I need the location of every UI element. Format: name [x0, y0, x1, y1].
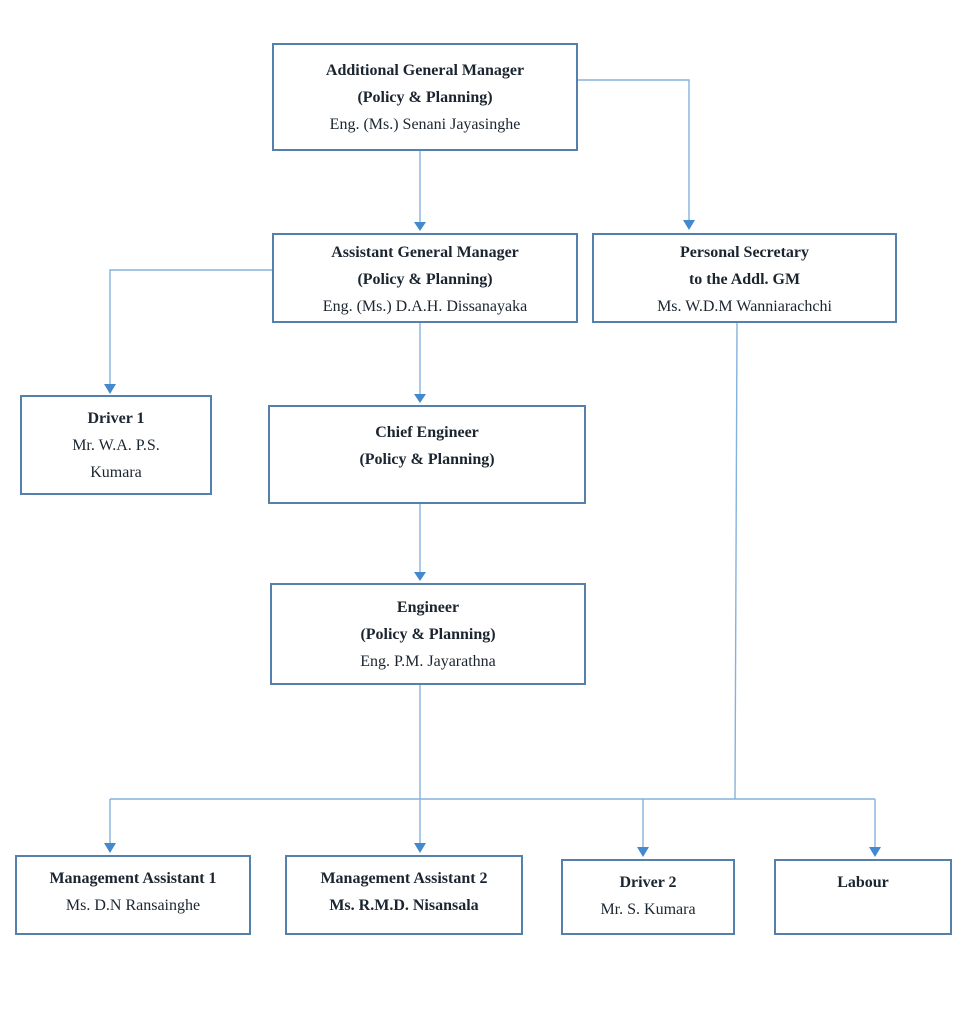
node-title: Management Assistant 2 — [320, 870, 488, 887]
node-subtitle: (Policy & Planning) — [360, 626, 496, 643]
arrowhead — [869, 847, 881, 857]
arrowhead — [414, 843, 426, 853]
node-management-assistant-1: Management Assistant 1 Ms. D.N Ransaingh… — [15, 855, 251, 935]
node-engineer: Engineer (Policy & Planning) Eng. P.M. J… — [270, 583, 586, 685]
node-person-name: Ms. D.N Ransainghe — [65, 897, 201, 914]
node-personal-secretary: Personal Secretary to the Addl. GM Ms. W… — [592, 233, 897, 323]
node-title: Engineer — [396, 599, 460, 616]
arrowhead — [637, 847, 649, 857]
node-additional-general-manager: Additional General Manager (Policy & Pla… — [272, 43, 578, 151]
node-subtitle: (Policy & Planning) — [357, 271, 493, 288]
node-management-assistant-2: Management Assistant 2 Ms. R.M.D. Nisans… — [285, 855, 523, 935]
edge-secretary-to-bus — [734, 322, 738, 800]
node-labour: Labour — [774, 859, 952, 935]
node-title: Labour — [837, 874, 889, 891]
node-title: Assistant General Manager — [331, 244, 519, 261]
node-person-name: Mr. W.A. P.S. — [72, 437, 160, 454]
node-driver-2: Driver 2 Mr. S. Kumara — [561, 859, 735, 935]
node-person-name: Ms. R.M.D. Nisansala — [329, 897, 479, 914]
node-person-name: Eng. (Ms.) D.A.H. Dissanayaka — [322, 298, 528, 315]
node-subtitle: (Policy & Planning) — [357, 89, 493, 106]
node-chief-engineer: Chief Engineer (Policy & Planning) — [268, 405, 586, 504]
arrowhead — [414, 394, 426, 403]
arrowhead — [104, 843, 116, 853]
node-person-name: Eng. P.M. Jayarathna — [360, 653, 496, 670]
edge-agm-to-secretary — [578, 79, 690, 221]
node-title: Management Assistant 1 — [49, 870, 217, 887]
node-person-name: Mr. S. Kumara — [600, 901, 696, 918]
node-person-name: Kumara — [90, 464, 142, 481]
edge-asstgm-to-driver1 — [109, 269, 272, 385]
arrowhead — [414, 222, 426, 231]
node-driver-1: Driver 1 Mr. W.A. P.S. Kumara — [20, 395, 212, 495]
node-title: Driver 2 — [619, 874, 677, 891]
node-subtitle: to the Addl. GM — [688, 271, 801, 288]
node-title: Additional General Manager — [325, 62, 525, 79]
node-title: Driver 1 — [87, 410, 145, 427]
node-subtitle: (Policy & Planning) — [359, 451, 495, 468]
node-person-name: Eng. (Ms.) Senani Jayasinghe — [329, 116, 521, 133]
node-title: Chief Engineer — [375, 424, 479, 441]
node-assistant-general-manager: Assistant General Manager (Policy & Plan… — [272, 233, 578, 323]
arrowhead — [104, 384, 116, 394]
arrowhead — [414, 572, 426, 581]
arrowhead — [683, 220, 695, 230]
node-title: Personal Secretary — [680, 244, 809, 261]
node-person-name: Ms. W.D.M Wanniarachchi — [657, 298, 832, 315]
